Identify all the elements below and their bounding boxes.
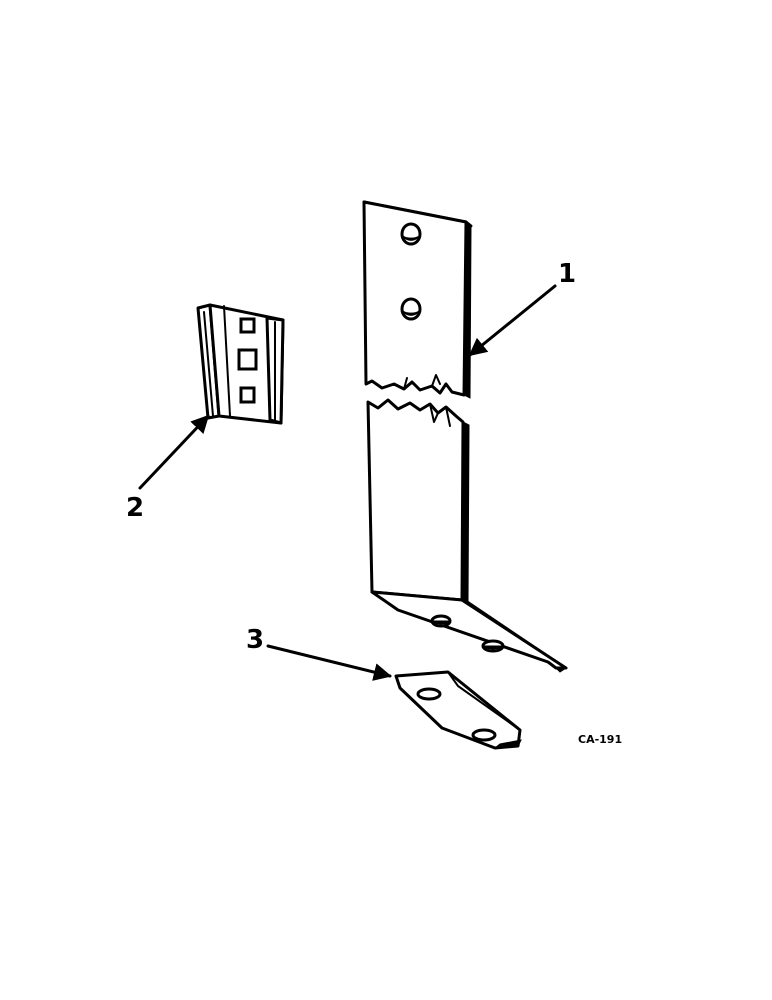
part-2-channel-plate xyxy=(196,303,285,425)
part-1-lower-section xyxy=(366,398,568,673)
channel-hole-middle xyxy=(237,348,258,371)
callout-1: 1 xyxy=(558,259,576,289)
callout-2: 2 xyxy=(126,493,144,523)
bracket-hole-lower xyxy=(400,297,422,321)
leader-arrow-1 xyxy=(468,284,557,357)
leader-arrow-3 xyxy=(266,644,392,681)
plate-hole-upper xyxy=(416,687,442,701)
callout-3: 3 xyxy=(246,625,264,655)
part-3-plate xyxy=(394,670,522,750)
bracket-hole-upper xyxy=(400,222,422,246)
plate-hole-lower xyxy=(471,728,497,742)
channel-hole-top xyxy=(239,317,256,334)
figure-code: CA-191 xyxy=(578,733,622,746)
part-1-bracket xyxy=(362,200,568,673)
part-1-upper-section xyxy=(362,200,473,399)
leader-arrow-2 xyxy=(138,414,210,490)
channel-hole-bottom xyxy=(239,386,256,404)
